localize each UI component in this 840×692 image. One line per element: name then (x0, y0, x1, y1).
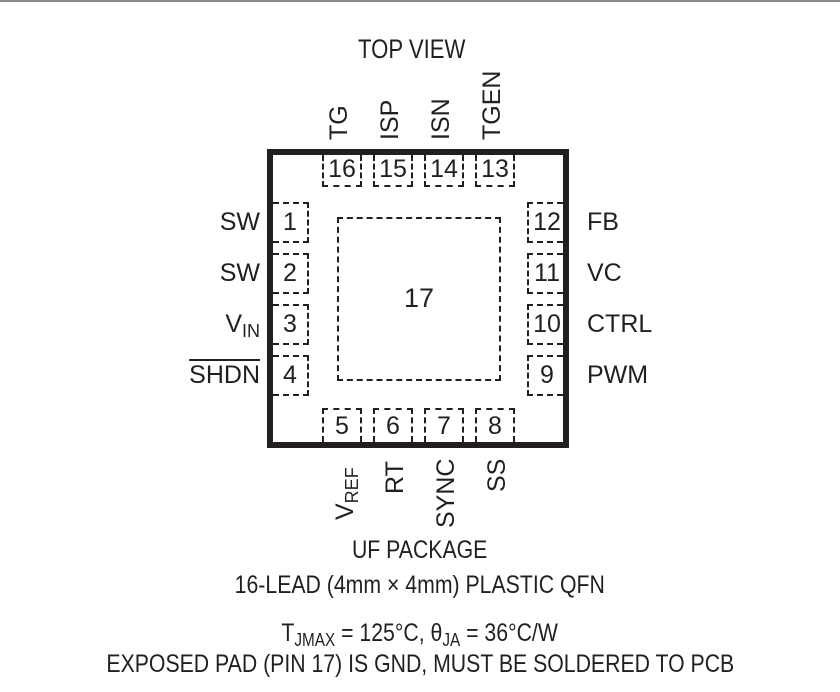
pin-label-3-sub: IN (242, 321, 260, 341)
package-description-text: 16-LEAD (4mm × 4mm) PLASTIC QFN (234, 571, 606, 599)
pin-label-5-main: V (331, 503, 359, 520)
thermal-spec-text: TJMAX = 125°C, θJA = 36°C/W (282, 619, 558, 651)
pin-pad-6 (373, 408, 413, 442)
pin-label-13: TGEN (478, 70, 506, 140)
pin-label-7: SYNC (432, 458, 460, 528)
pin-label-9: PWM (587, 361, 649, 389)
pin-label-1: SW (219, 208, 260, 236)
pin-label-3-main: V (225, 310, 242, 338)
pin-label-4: SHDN (189, 361, 260, 389)
pin-number-9: 9 (540, 361, 554, 389)
pin-pad-3 (273, 304, 309, 345)
pin-pad-13 (475, 155, 515, 187)
qfn-package-body (267, 149, 569, 448)
pin-pad-10 (527, 304, 563, 345)
view-title: TOP VIEW (358, 34, 466, 64)
pin-label-12: FB (587, 208, 619, 236)
exposed-pad-note-text: EXPOSED PAD (PIN 17) IS GND, MUST BE SOL… (106, 650, 734, 678)
pin-pad-12 (527, 202, 563, 243)
pin-number-12: 12 (533, 208, 561, 236)
pin-number-11: 11 (534, 259, 560, 287)
pin-number-6: 6 (386, 412, 400, 440)
pin-label-6: RT (381, 461, 409, 494)
top-border-line (0, 0, 840, 2)
package-name: UF PACKAGE (0, 536, 840, 565)
pin-number-1: 1 (283, 208, 297, 236)
pin-label-11: VC (587, 259, 622, 287)
thermal-theta-sub: JA (442, 630, 461, 650)
pin-number-5: 5 (335, 412, 349, 440)
exposed-pad (337, 217, 501, 381)
pin-number-7: 7 (437, 412, 451, 440)
thermal-t-sub: JMAX (294, 630, 336, 650)
exposed-pad-note: EXPOSED PAD (PIN 17) IS GND, MUST BE SOL… (0, 650, 840, 679)
pin-pad-4 (273, 355, 309, 396)
pin-number-15: 15 (379, 155, 407, 183)
thermal-spec: TJMAX = 125°C, θJA = 36°C/W (0, 619, 840, 651)
exposed-pad-number: 17 (403, 283, 435, 313)
pin-label-5-sub: REF (342, 467, 362, 504)
package-name-text: UF PACKAGE (352, 536, 488, 564)
pin-pad-14 (424, 155, 464, 187)
pin-label-8: SS (483, 458, 511, 492)
pin-number-4: 4 (283, 361, 297, 389)
pin-number-8: 8 (488, 412, 502, 440)
pin-pad-16 (322, 155, 362, 187)
pin-number-16: 16 (328, 155, 356, 183)
pin-pad-1 (273, 202, 309, 243)
pin-label-2: SW (219, 259, 260, 287)
package-description: 16-LEAD (4mm × 4mm) PLASTIC QFN (0, 571, 840, 600)
pin-label-14: ISN (427, 98, 455, 140)
pin-label-5: VREF (331, 467, 363, 520)
pin-pad-2 (273, 253, 309, 294)
pin-label-10: CTRL (587, 310, 653, 338)
pin-number-3: 3 (283, 310, 297, 338)
pin-pad-9 (527, 355, 563, 396)
thermal-rest1: = 125°C, θ (335, 619, 443, 647)
pin-pad-5 (322, 408, 362, 442)
pin-pad-7 (424, 408, 464, 442)
pin-number-13: 13 (481, 155, 509, 183)
pin-label-3: VIN (225, 310, 260, 342)
pin-pad-15 (373, 155, 413, 187)
pin-label-15: ISP (376, 99, 404, 140)
pin-number-10: 10 (533, 310, 561, 338)
pin-pad-11 (527, 253, 563, 294)
pin-label-16: TG (325, 105, 353, 140)
pin-number-2: 2 (283, 259, 297, 287)
pin-pad-8 (475, 408, 515, 442)
pin-number-14: 14 (430, 155, 458, 183)
thermal-rest2: = 36°C/W (460, 619, 559, 647)
thermal-t: T (281, 619, 295, 647)
